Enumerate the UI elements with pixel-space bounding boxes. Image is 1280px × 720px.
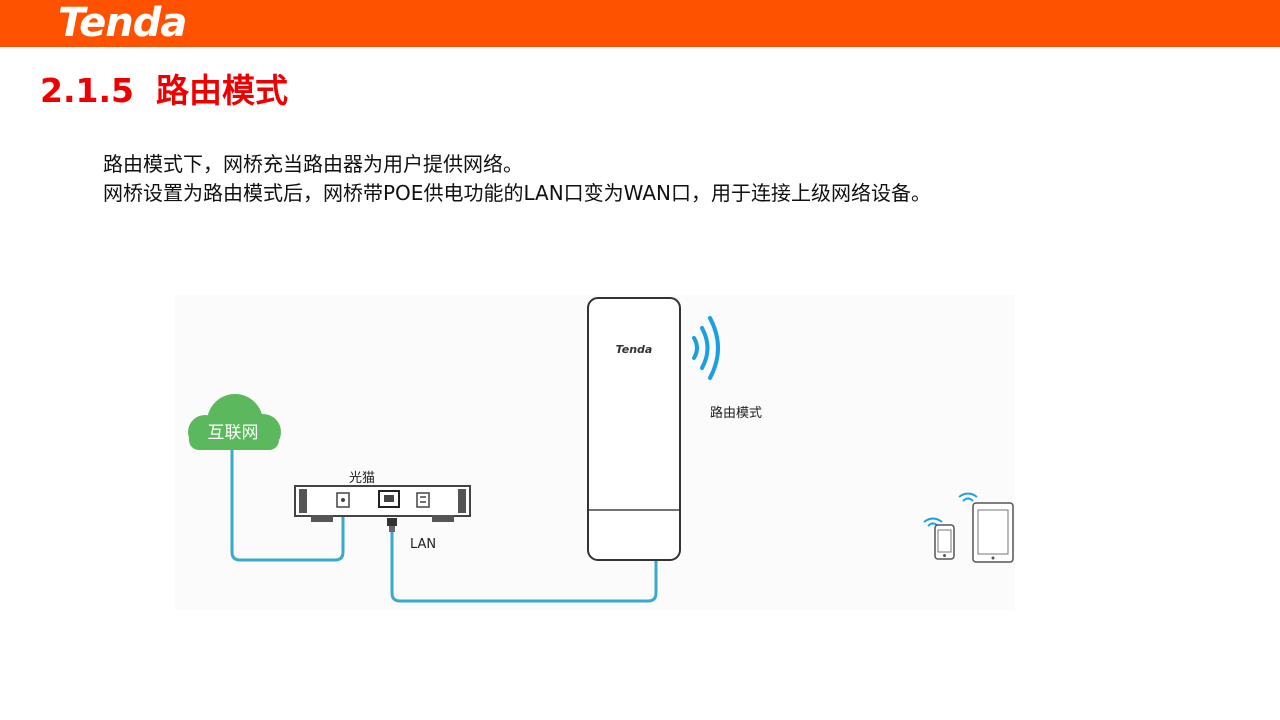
wifi-signal-icon xyxy=(692,316,720,380)
section-heading: 路由模式 xyxy=(155,71,288,110)
section-number: 2.1.5 xyxy=(40,71,134,110)
cloud-modem-cable xyxy=(230,448,345,562)
diagram-svg: 互联网 光猫 LAN xyxy=(175,295,1015,610)
cloud-icon xyxy=(188,394,281,450)
paragraph-2: 网桥设置为路由模式后，网桥带POE供电功能的LAN口变为WAN口，用于连接上级网… xyxy=(103,181,932,205)
phone-icon xyxy=(923,517,955,560)
paragraph-1: 路由模式下，网桥充当路由器为用户提供网络。 xyxy=(103,152,523,176)
bridge-brand-label: Tenda xyxy=(616,343,653,356)
mode-label: 路由模式 xyxy=(710,405,762,421)
tablet-icon xyxy=(958,492,1014,563)
body-text: 路由模式下，网桥充当路由器为用户提供网络。 网桥设置为路由模式后，网桥带POE供… xyxy=(103,150,931,208)
bridge-device-icon xyxy=(587,297,681,561)
lan-bridge-cable xyxy=(390,522,658,603)
cloud-label: 互联网 xyxy=(208,423,259,443)
tenda-logo: Tenda xyxy=(58,0,187,46)
header-bar: Tenda xyxy=(0,0,1280,47)
modem-label: 光猫 xyxy=(349,471,375,486)
section-title: 2.1.5 路由模式 xyxy=(40,68,288,114)
modem-icon xyxy=(294,485,471,532)
network-diagram: 互联网 光猫 LAN xyxy=(175,290,1025,615)
lan-label: LAN xyxy=(410,537,436,552)
